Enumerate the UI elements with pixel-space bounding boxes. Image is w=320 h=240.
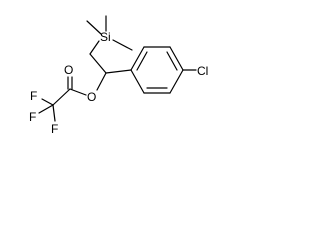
bond-c-f3 bbox=[52, 104, 56, 122]
bond-c-f2 bbox=[38, 104, 54, 114]
silicon-label: Si bbox=[100, 30, 111, 44]
benzene-ring bbox=[130, 46, 184, 94]
bond-methylene-methine bbox=[89, 53, 107, 74]
ring-inner-bond-1 bbox=[136, 51, 148, 71]
bond-si-methyl-right bbox=[112, 39, 133, 51]
ring-bond-4 bbox=[169, 69, 184, 94]
ring-bond-3 bbox=[169, 46, 184, 71]
bond-si-methyl-left bbox=[86, 20, 102, 35]
ester-oxygen-label: O bbox=[87, 90, 96, 104]
fluorine-label-2: F bbox=[29, 110, 36, 124]
ring-inner-bond-2 bbox=[166, 51, 178, 71]
chemical-structure-diagram: Si Cl O O F F F bbox=[29, 15, 208, 136]
bond-methine-ring bbox=[105, 69, 132, 74]
fluorine-label-1: F bbox=[30, 89, 37, 103]
bond-si-methylene bbox=[89, 40, 100, 55]
fluorine-label-3: F bbox=[51, 122, 58, 136]
trimethylsilyl-group bbox=[86, 15, 133, 55]
ring-bond-1 bbox=[130, 46, 145, 71]
bond-oxygen-carbonyl bbox=[69, 88, 87, 96]
trifluoroacetate-group bbox=[38, 72, 107, 122]
ring-bond-6 bbox=[130, 69, 145, 94]
bond-methine-oxygen bbox=[96, 72, 107, 91]
carbonyl-oxygen-label: O bbox=[64, 63, 73, 77]
bond-carbonyl-cf3 bbox=[52, 88, 71, 106]
chlorine-label: Cl bbox=[197, 64, 208, 78]
bond-c-f1 bbox=[41, 98, 54, 106]
